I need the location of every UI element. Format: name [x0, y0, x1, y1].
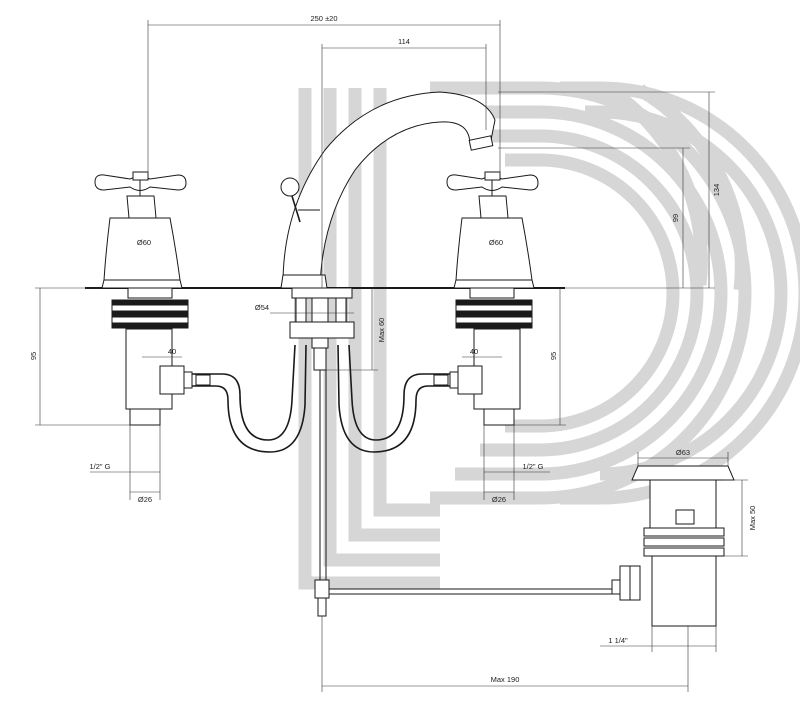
dim-shank-left: Ø26 — [138, 495, 152, 504]
connector-hoses — [159, 344, 483, 453]
dim-spout-reach: 114 — [398, 37, 410, 46]
dim-shank-right: Ø26 — [492, 495, 506, 504]
spout — [280, 91, 496, 289]
dim-spout-shank: Max 60 — [377, 318, 386, 343]
dimension-labels: 250 ±20 114 134 99 Ø60 Ø60 Ø54 Max 60 95… — [29, 14, 757, 684]
dim-spout-base: Ø54 — [255, 303, 269, 312]
dim-waste-height: Max 50 — [748, 506, 757, 531]
dim-connector-left: 40 — [168, 347, 176, 356]
dim-connector-right: 40 — [470, 347, 478, 356]
dim-thread-right: 1/2" G — [522, 462, 543, 471]
dim-spout-to-deck: 99 — [671, 214, 680, 222]
dim-waste-thread: 1 1/4" — [608, 636, 628, 645]
spout-shank — [289, 287, 355, 371]
dim-waste-flange: Ø63 — [676, 448, 690, 457]
left-valve-body — [111, 287, 189, 426]
dim-spout-height: 134 — [712, 184, 721, 197]
dim-handle-base-left: Ø60 — [137, 238, 151, 247]
dimension-lines — [35, 20, 748, 692]
dim-handle-base-right: Ø60 — [489, 238, 503, 247]
dim-valve-body-left: 95 — [29, 352, 38, 360]
waste-assembly — [611, 465, 735, 627]
popup-rod — [314, 370, 615, 617]
dim-thread-left: 1/2" G — [89, 462, 110, 471]
left-handle — [94, 171, 187, 289]
right-valve-body — [455, 287, 533, 426]
dim-overall-width: 250 ±20 — [310, 14, 337, 23]
dim-rod-length: Max 190 — [491, 675, 520, 684]
right-handle — [446, 171, 539, 289]
dim-valve-body-right: 95 — [549, 352, 558, 360]
